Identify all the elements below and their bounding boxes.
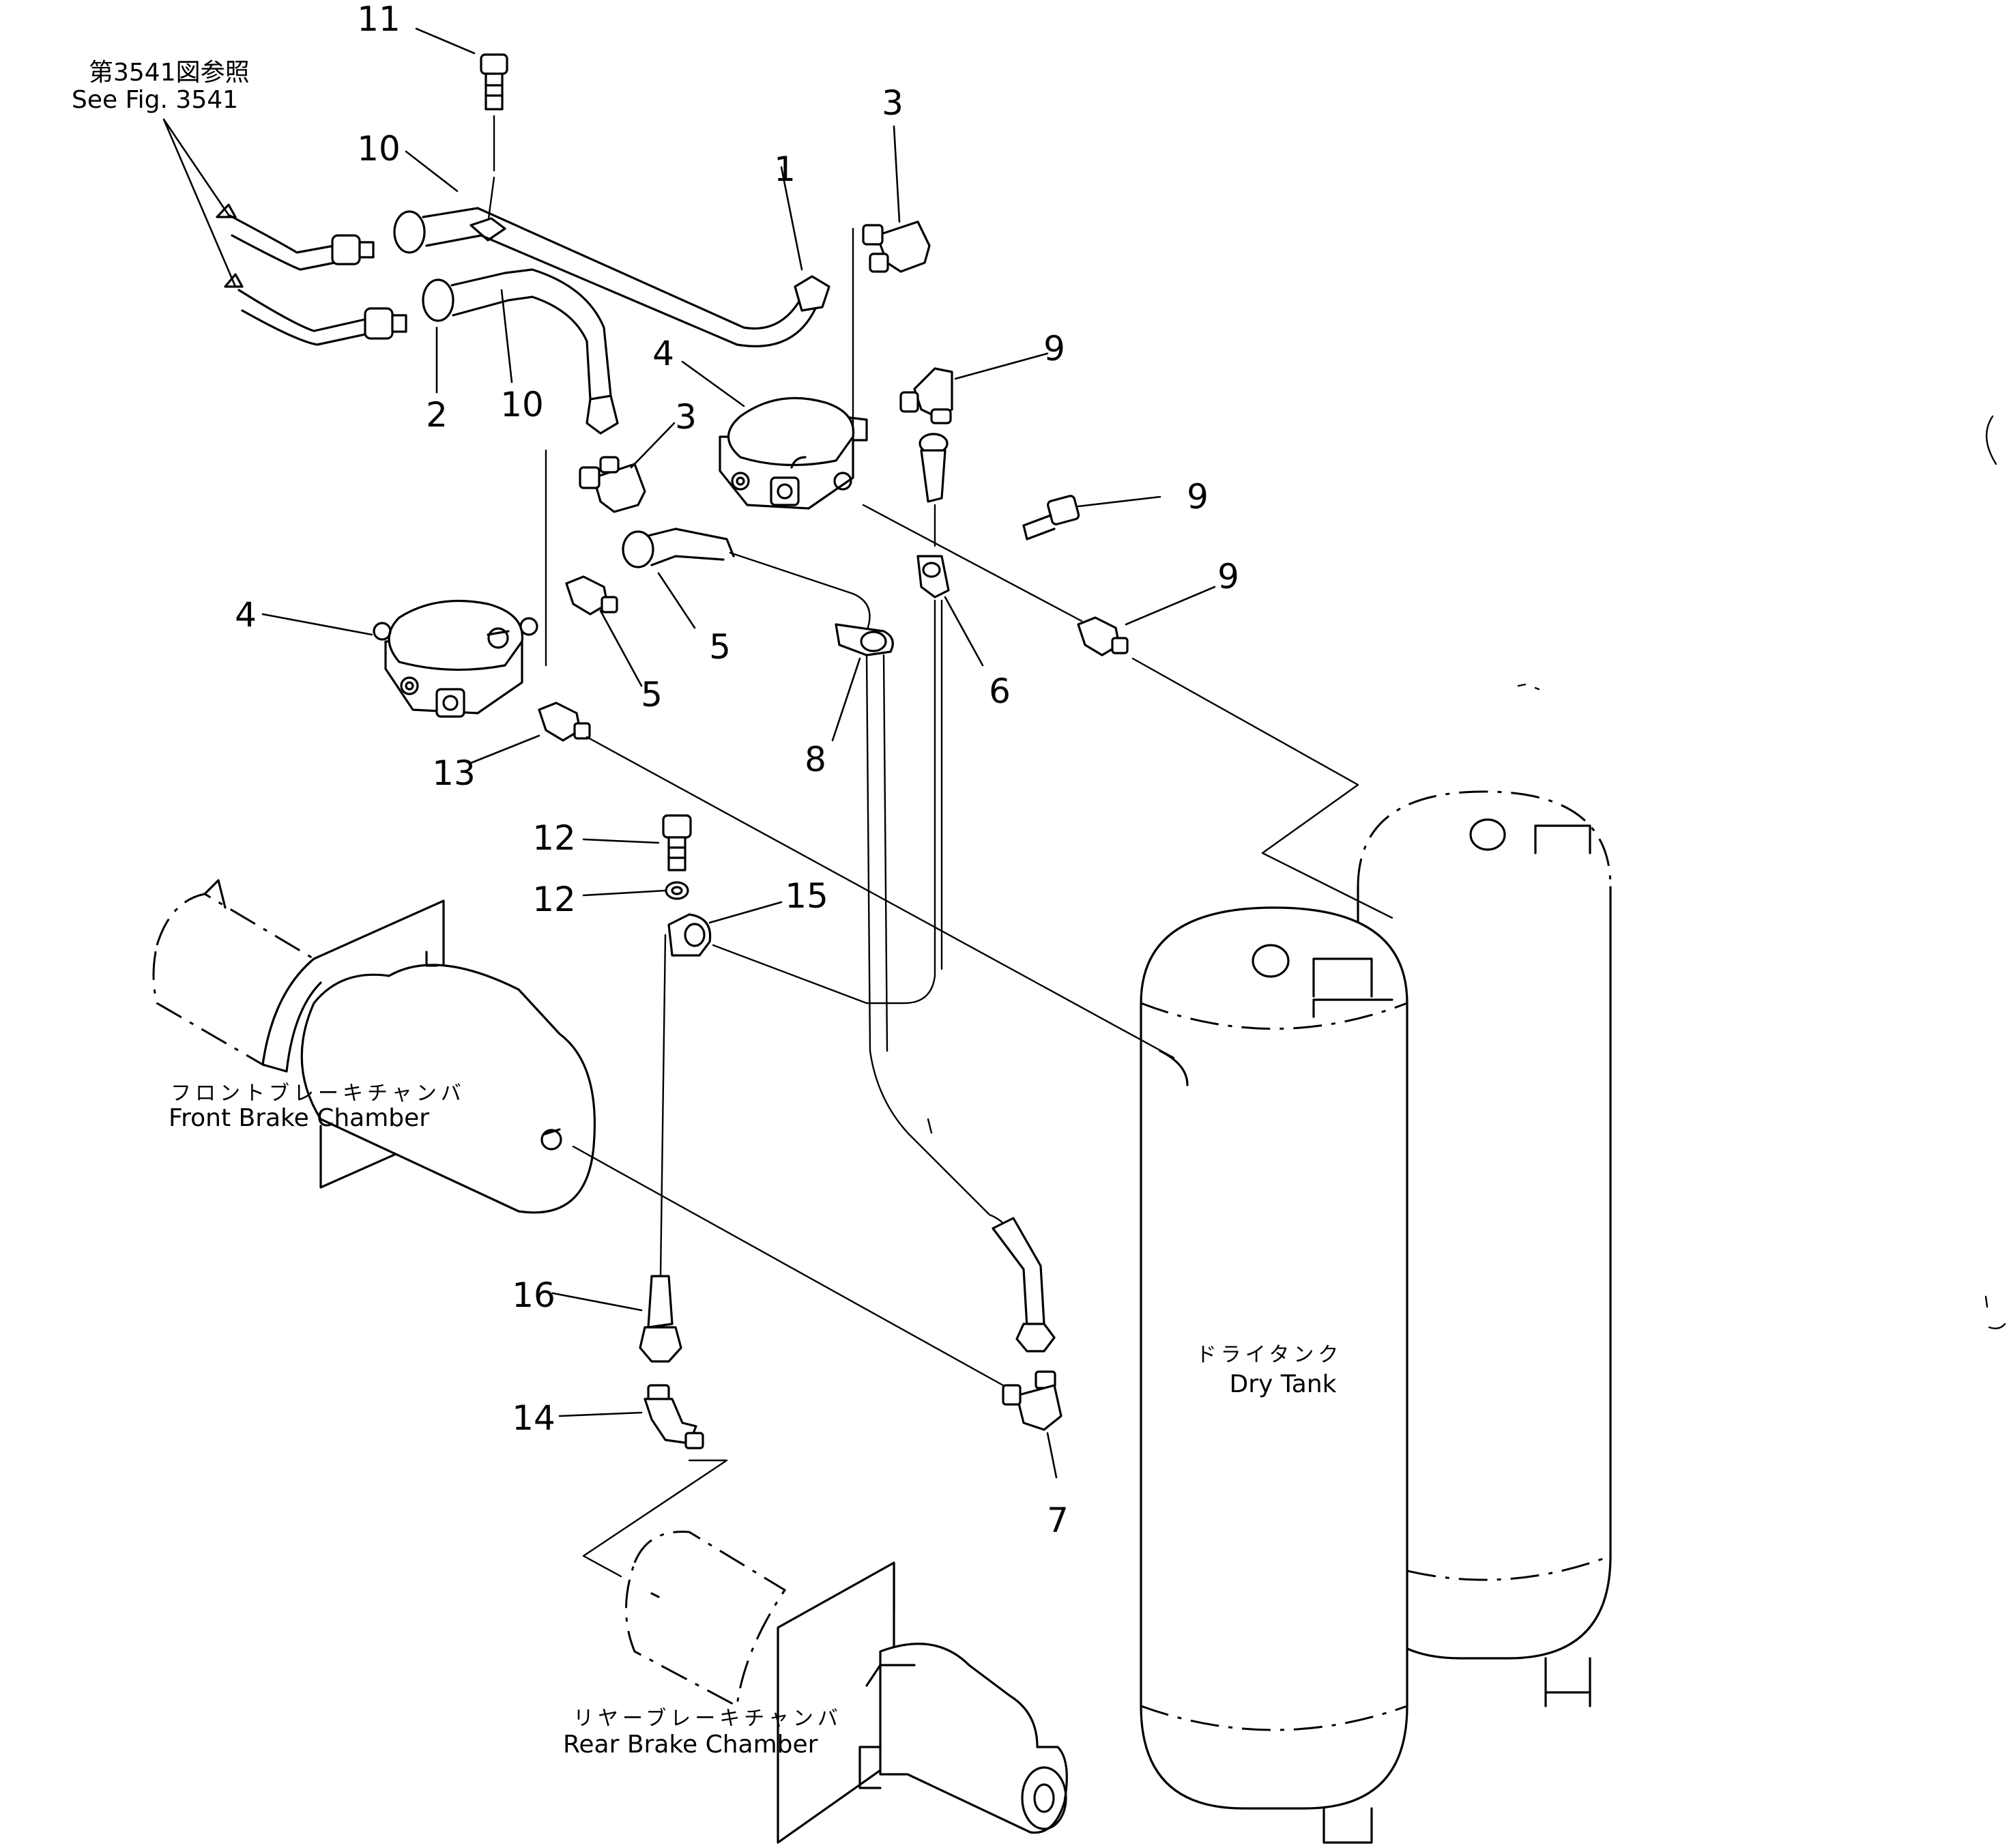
- callout-4-upper: 4: [652, 334, 674, 373]
- rear-brake-chamber-jp-label: リヤーブレーキチャンバ: [573, 1707, 842, 1731]
- elbow-3-upper: [852, 220, 931, 445]
- tube-7-lower: [639, 1275, 682, 1363]
- callout-15: 12: [532, 818, 576, 858]
- dry-tank-label: Dry Tank: [1229, 1370, 1336, 1398]
- callout-7: 16: [512, 1275, 555, 1315]
- callout-10-upper: 10: [357, 129, 401, 169]
- front-brake-chamber-jp-label: フロントブレーキチャンバ: [171, 1082, 465, 1106]
- elbow-3-lower: [545, 449, 646, 667]
- pipe-runs: [572, 599, 1393, 1578]
- callout-9-lower-left: 14: [512, 1398, 555, 1438]
- callout-12-right: 6: [989, 672, 1011, 711]
- callout-leaders: [261, 27, 1216, 1479]
- bolt-13: [1022, 495, 1080, 540]
- callout-2: 2: [426, 395, 448, 435]
- clamp-12-right: [916, 555, 950, 598]
- callout-9-lower-right: 7: [1047, 1501, 1069, 1540]
- washer-16: [665, 881, 689, 900]
- connector-6: [565, 575, 618, 616]
- rear-brake-chamber-label: Rear Brake Chamber: [563, 1731, 818, 1759]
- reference-note-jp: 第3541図参照: [89, 59, 250, 87]
- pipe-8: [622, 528, 871, 633]
- relay-valve-lower: [373, 599, 538, 718]
- dry-tank-jp-label: ドライタンク: [1196, 1343, 1343, 1367]
- dry-tank-front: ドライタンク Dry Tank: [1140, 906, 1408, 1844]
- bolt-15: [662, 814, 692, 871]
- callout-12-left: 8: [805, 740, 826, 779]
- elbow-9-lower-left: [644, 1384, 704, 1449]
- callout-5-lower: 13: [432, 753, 476, 793]
- reference-note: 第3541図参照 See Fig. 3541: [72, 59, 250, 288]
- tube-lower-right: [992, 1217, 1056, 1353]
- connector-5-upper: [862, 504, 1129, 656]
- callout-3-upper: 3: [882, 83, 904, 123]
- callout-numbers: 11 10 10 2 1 3 3 4 4 9 9 9 13 5 5 8 6 12…: [235, 0, 1239, 1540]
- clamp-14: [667, 913, 712, 957]
- callout-3-lower: 3: [675, 397, 697, 437]
- reference-note-en: See Fig. 3541: [72, 86, 238, 114]
- callout-14: 15: [785, 876, 828, 916]
- callout-6: 5: [641, 675, 663, 714]
- callout-13: 9: [1187, 477, 1209, 517]
- tube-7-upper: [919, 433, 949, 547]
- callout-5-upper: 9: [1217, 557, 1239, 596]
- front-brake-chamber: フロントブレーキチャンバ Front Brake Chamber: [152, 879, 596, 1214]
- elbow-9-lower-right: [1002, 1370, 1063, 1431]
- callout-11: 11: [357, 0, 401, 39]
- upper-pipe-assembly: [393, 53, 830, 435]
- callout-1: 1: [774, 149, 796, 189]
- callout-8: 5: [709, 627, 731, 667]
- relay-valve-upper: [719, 396, 868, 510]
- scan-marks: [1517, 415, 2006, 1329]
- elbow-9-upper: [899, 367, 953, 424]
- callout-9-upper: 9: [1043, 329, 1065, 369]
- rear-brake-chamber: リヤーブレーキチャンバ Rear Brake Chamber: [563, 1531, 1068, 1844]
- callout-10-lower: 10: [500, 385, 544, 424]
- hoses-from-fig-3541: [227, 214, 407, 346]
- callout-4-lower: 4: [235, 595, 257, 635]
- clamp-12-left: [835, 623, 894, 656]
- connector-5-lower: [538, 702, 591, 742]
- front-brake-chamber-label: Front Brake Chamber: [169, 1104, 429, 1132]
- callout-16: 12: [532, 880, 576, 919]
